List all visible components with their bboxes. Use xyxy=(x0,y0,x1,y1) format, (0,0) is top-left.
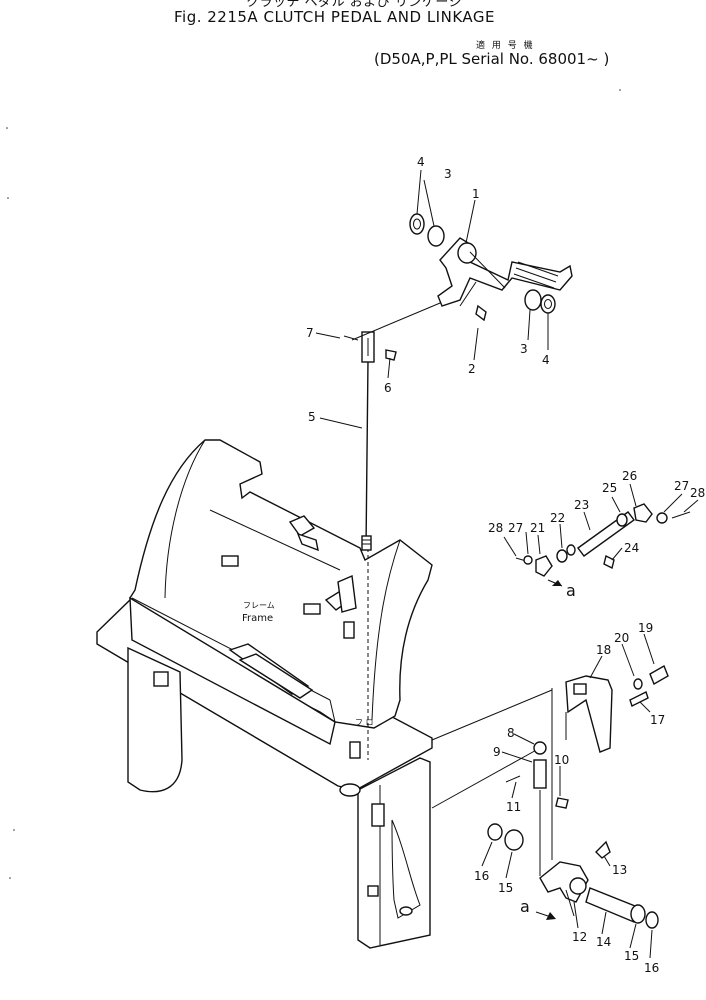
callout-23: 23 xyxy=(574,498,589,512)
callout-8: 8 xyxy=(507,726,515,740)
callout-27-right: 27 xyxy=(674,479,689,493)
callout-3-bottom: 3 xyxy=(520,342,528,356)
callout-15-left: 15 xyxy=(498,881,513,895)
japanese-title-partial: クラッチ ペダル および リンケージ xyxy=(246,0,463,10)
figure-title: Fig. 2215A CLUTCH PEDAL AND LINKAGE xyxy=(174,8,496,26)
callout-9: 9 xyxy=(493,745,501,759)
linkage-pin-assembly xyxy=(515,503,691,587)
pedal-rod-assembly xyxy=(343,297,453,551)
callout-28-left: 28 xyxy=(488,521,503,535)
callout-18: 18 xyxy=(596,643,611,657)
callout-24: 24 xyxy=(624,541,639,555)
callout-22: 22 xyxy=(550,511,565,525)
callout-16-right: 16 xyxy=(644,961,659,975)
callout-13: 13 xyxy=(612,863,627,877)
frame-label-jp: フレーム xyxy=(243,601,275,610)
callout-27-left: 27 xyxy=(508,521,523,535)
frame-housing: フ ロ フレーム Frame xyxy=(96,439,433,949)
scan-marks xyxy=(6,89,621,879)
callout-19: 19 xyxy=(638,621,653,635)
callout-11: 11 xyxy=(506,800,521,814)
callout-4-top: 4 xyxy=(417,155,425,169)
callout-26: 26 xyxy=(622,469,637,483)
callout-2: 2 xyxy=(468,362,476,376)
pedal-bracket-assembly xyxy=(551,664,669,860)
callout-5: 5 xyxy=(308,410,316,424)
callout-numbers: 4 3 1 2 3 4 5 6 7 8 9 10 11 12 13 14 15 … xyxy=(306,155,705,975)
callout-12: 12 xyxy=(572,930,587,944)
clutch-pedal-assembly xyxy=(409,213,573,322)
callout-3-top: 3 xyxy=(444,167,452,181)
callout-16-left: 16 xyxy=(474,869,489,883)
callout-4-bottom: 4 xyxy=(542,353,550,367)
callout-15-right: 15 xyxy=(624,949,639,963)
callout-21: 21 xyxy=(530,521,545,535)
callout-17: 17 xyxy=(650,713,665,727)
callout-6: 6 xyxy=(384,381,392,395)
callout-20: 20 xyxy=(614,631,629,645)
callout-28-right: 28 xyxy=(690,486,705,500)
frame-label-en: Frame xyxy=(242,613,273,624)
serial-number-range: (D50A,P,PL Serial No. 68001~ ) xyxy=(374,50,610,68)
applicable-models-jp: 適 用 号 機 xyxy=(476,41,535,51)
ref-a-bottom: a xyxy=(520,897,530,916)
callout-7: 7 xyxy=(306,326,314,340)
callout-leaders xyxy=(315,169,699,959)
callout-14: 14 xyxy=(596,935,611,949)
lower-lever-assembly xyxy=(431,689,659,929)
frame-inner-note: フ ロ xyxy=(355,718,374,727)
callout-10: 10 xyxy=(554,753,569,767)
callout-25: 25 xyxy=(602,481,617,495)
ref-a-top: a xyxy=(566,581,576,600)
callout-1: 1 xyxy=(472,187,480,201)
